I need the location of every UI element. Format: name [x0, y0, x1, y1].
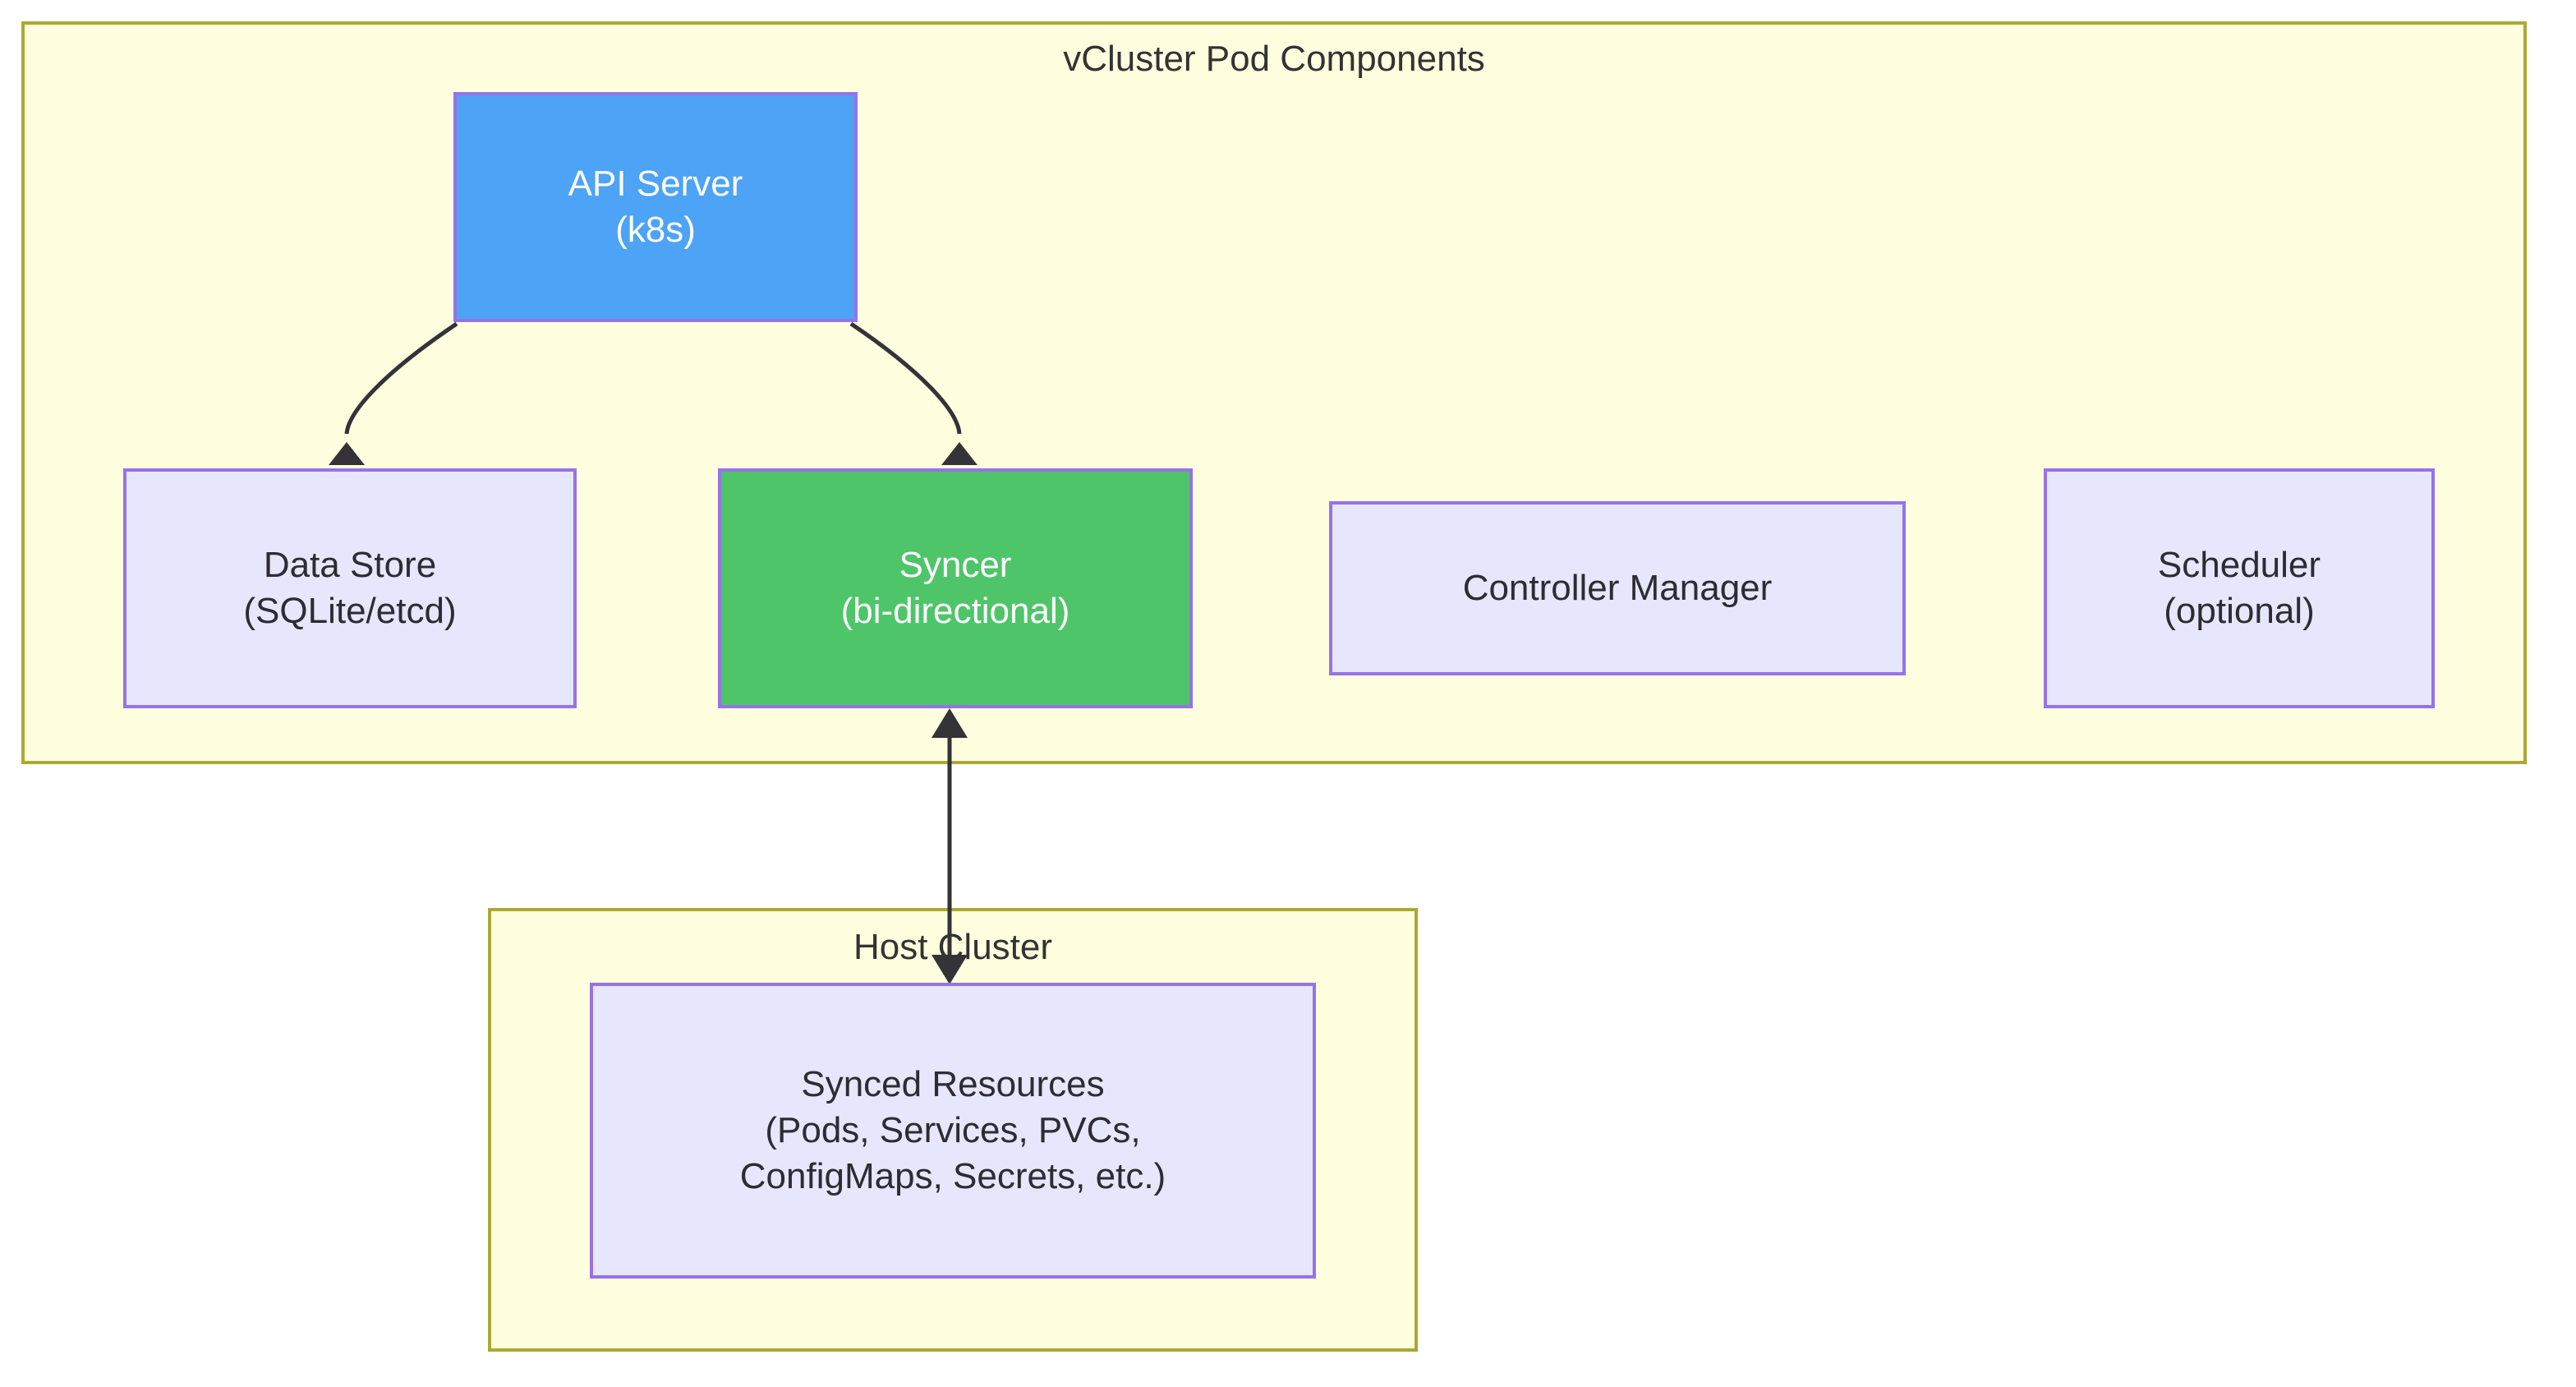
node-synced-resources-line-1: Synced Resources — [801, 1063, 1105, 1104]
node-data-store-line-1: Data Store — [263, 544, 437, 585]
node-synced-resources-line-3: ConfigMaps, Secrets, etc.) — [739, 1156, 1166, 1197]
node-api-server-line-2: (k8s) — [615, 210, 696, 250]
node-scheduler-line-2: (optional) — [2164, 591, 2315, 631]
node-controller-manager[interactable]: Controller Manager — [1329, 501, 1906, 675]
node-scheduler-line-1: Scheduler — [2157, 544, 2321, 585]
node-scheduler[interactable]: Scheduler (optional) — [2044, 468, 2435, 708]
node-syncer[interactable]: Syncer (bi-directional) — [718, 468, 1193, 708]
group-vcluster-pod-title: vCluster Pod Components — [1063, 39, 1485, 79]
node-synced-resources-line-2: (Pods, Services, PVCs, — [765, 1109, 1141, 1150]
node-syncer-line-1: Syncer — [899, 544, 1012, 585]
node-synced-resources[interactable]: Synced Resources (Pods, Services, PVCs, … — [590, 983, 1316, 1279]
node-controller-manager-line-1: Controller Manager — [1462, 567, 1773, 608]
node-api-server[interactable]: API Server (k8s) — [453, 92, 858, 322]
node-api-server-line-1: API Server — [568, 163, 743, 204]
node-syncer-line-2: (bi-directional) — [840, 591, 1070, 631]
node-data-store[interactable]: Data Store (SQLite/etcd) — [123, 468, 577, 708]
group-host-cluster-title: Host Cluster — [853, 927, 1053, 967]
node-data-store-line-2: (SQLite/etcd) — [243, 591, 457, 631]
